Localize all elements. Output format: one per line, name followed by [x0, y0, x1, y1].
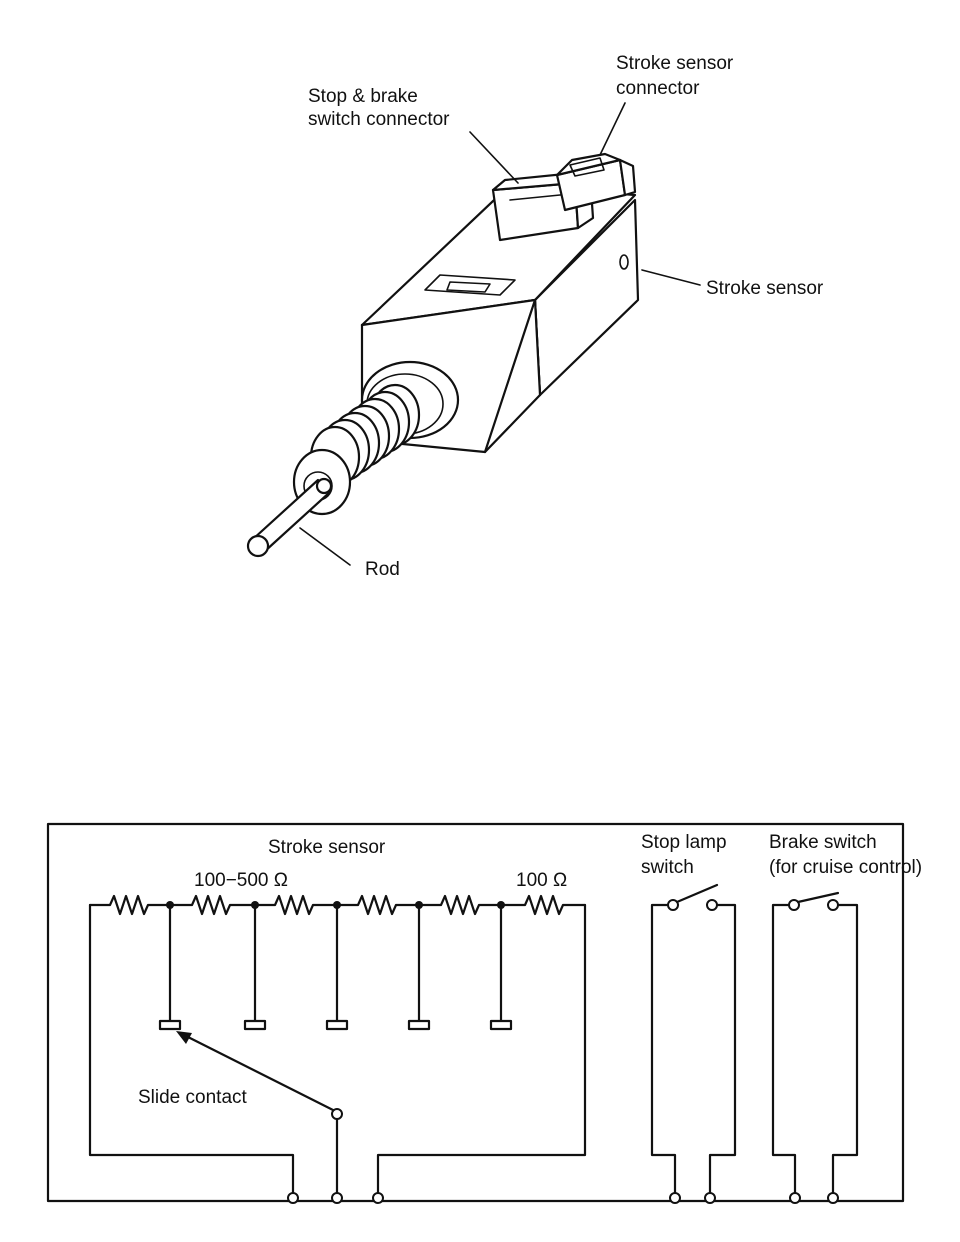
brake-switch-circuit	[771, 891, 859, 1198]
bellows-ribs	[309, 383, 421, 489]
slide-contact	[176, 1031, 343, 1198]
brake-switch-label-line2: (for cruise control)	[769, 857, 922, 878]
stroke-sensor-title: Stroke sensor	[268, 837, 386, 858]
resistor-1	[88, 894, 172, 916]
stroke-sensor-circuit	[88, 894, 587, 1198]
stop-lamp-switch-label-line2: switch	[641, 857, 694, 878]
stroke-sensor-connector	[555, 152, 637, 212]
resistor-range-label: 100−500 Ω	[194, 870, 288, 891]
resistor-2	[168, 894, 257, 916]
leader-lines	[299, 102, 701, 566]
tap-3	[325, 901, 349, 1031]
stroke-sensor-connector-label-line2: connector	[616, 78, 700, 99]
tap-5	[489, 901, 513, 1031]
slide-contact-label: Slide contact	[138, 1087, 248, 1108]
stop-lamp-switch-label-line1: Stop lamp	[641, 832, 727, 853]
brake-switch-blade	[796, 891, 840, 904]
resistor-6	[499, 894, 587, 916]
resistor-4	[335, 894, 421, 916]
circuit-diagram: Stroke sensor 100−500 Ω 100 Ω Slide cont…	[46, 822, 922, 1204]
tap-2	[243, 901, 267, 1031]
stop-brake-connector-label-line1: Stop & brake	[308, 86, 418, 107]
rod-label: Rod	[365, 559, 400, 580]
stop-lamp-switch-circuit	[650, 883, 737, 1198]
resistor-5	[417, 894, 503, 916]
tap-4	[407, 901, 431, 1031]
resistor-3	[253, 894, 339, 916]
stop-brake-connector-label-line2: switch connector	[308, 109, 450, 130]
bottom-terminals	[287, 1192, 839, 1204]
stroke-sensor-label: Stroke sensor	[706, 278, 824, 299]
stroke-sensor-illustration: Stop & brake switch connector Stroke sen…	[246, 53, 824, 580]
brake-switch-label-line1: Brake switch	[769, 832, 877, 853]
stroke-sensor-connector-label-line1: Stroke sensor	[616, 53, 734, 74]
resistor-end-label: 100 Ω	[516, 870, 567, 891]
tap-1	[158, 901, 182, 1031]
stop-lamp-switch-blade	[675, 883, 719, 904]
circuit-border	[46, 822, 905, 1203]
rod	[246, 477, 333, 558]
